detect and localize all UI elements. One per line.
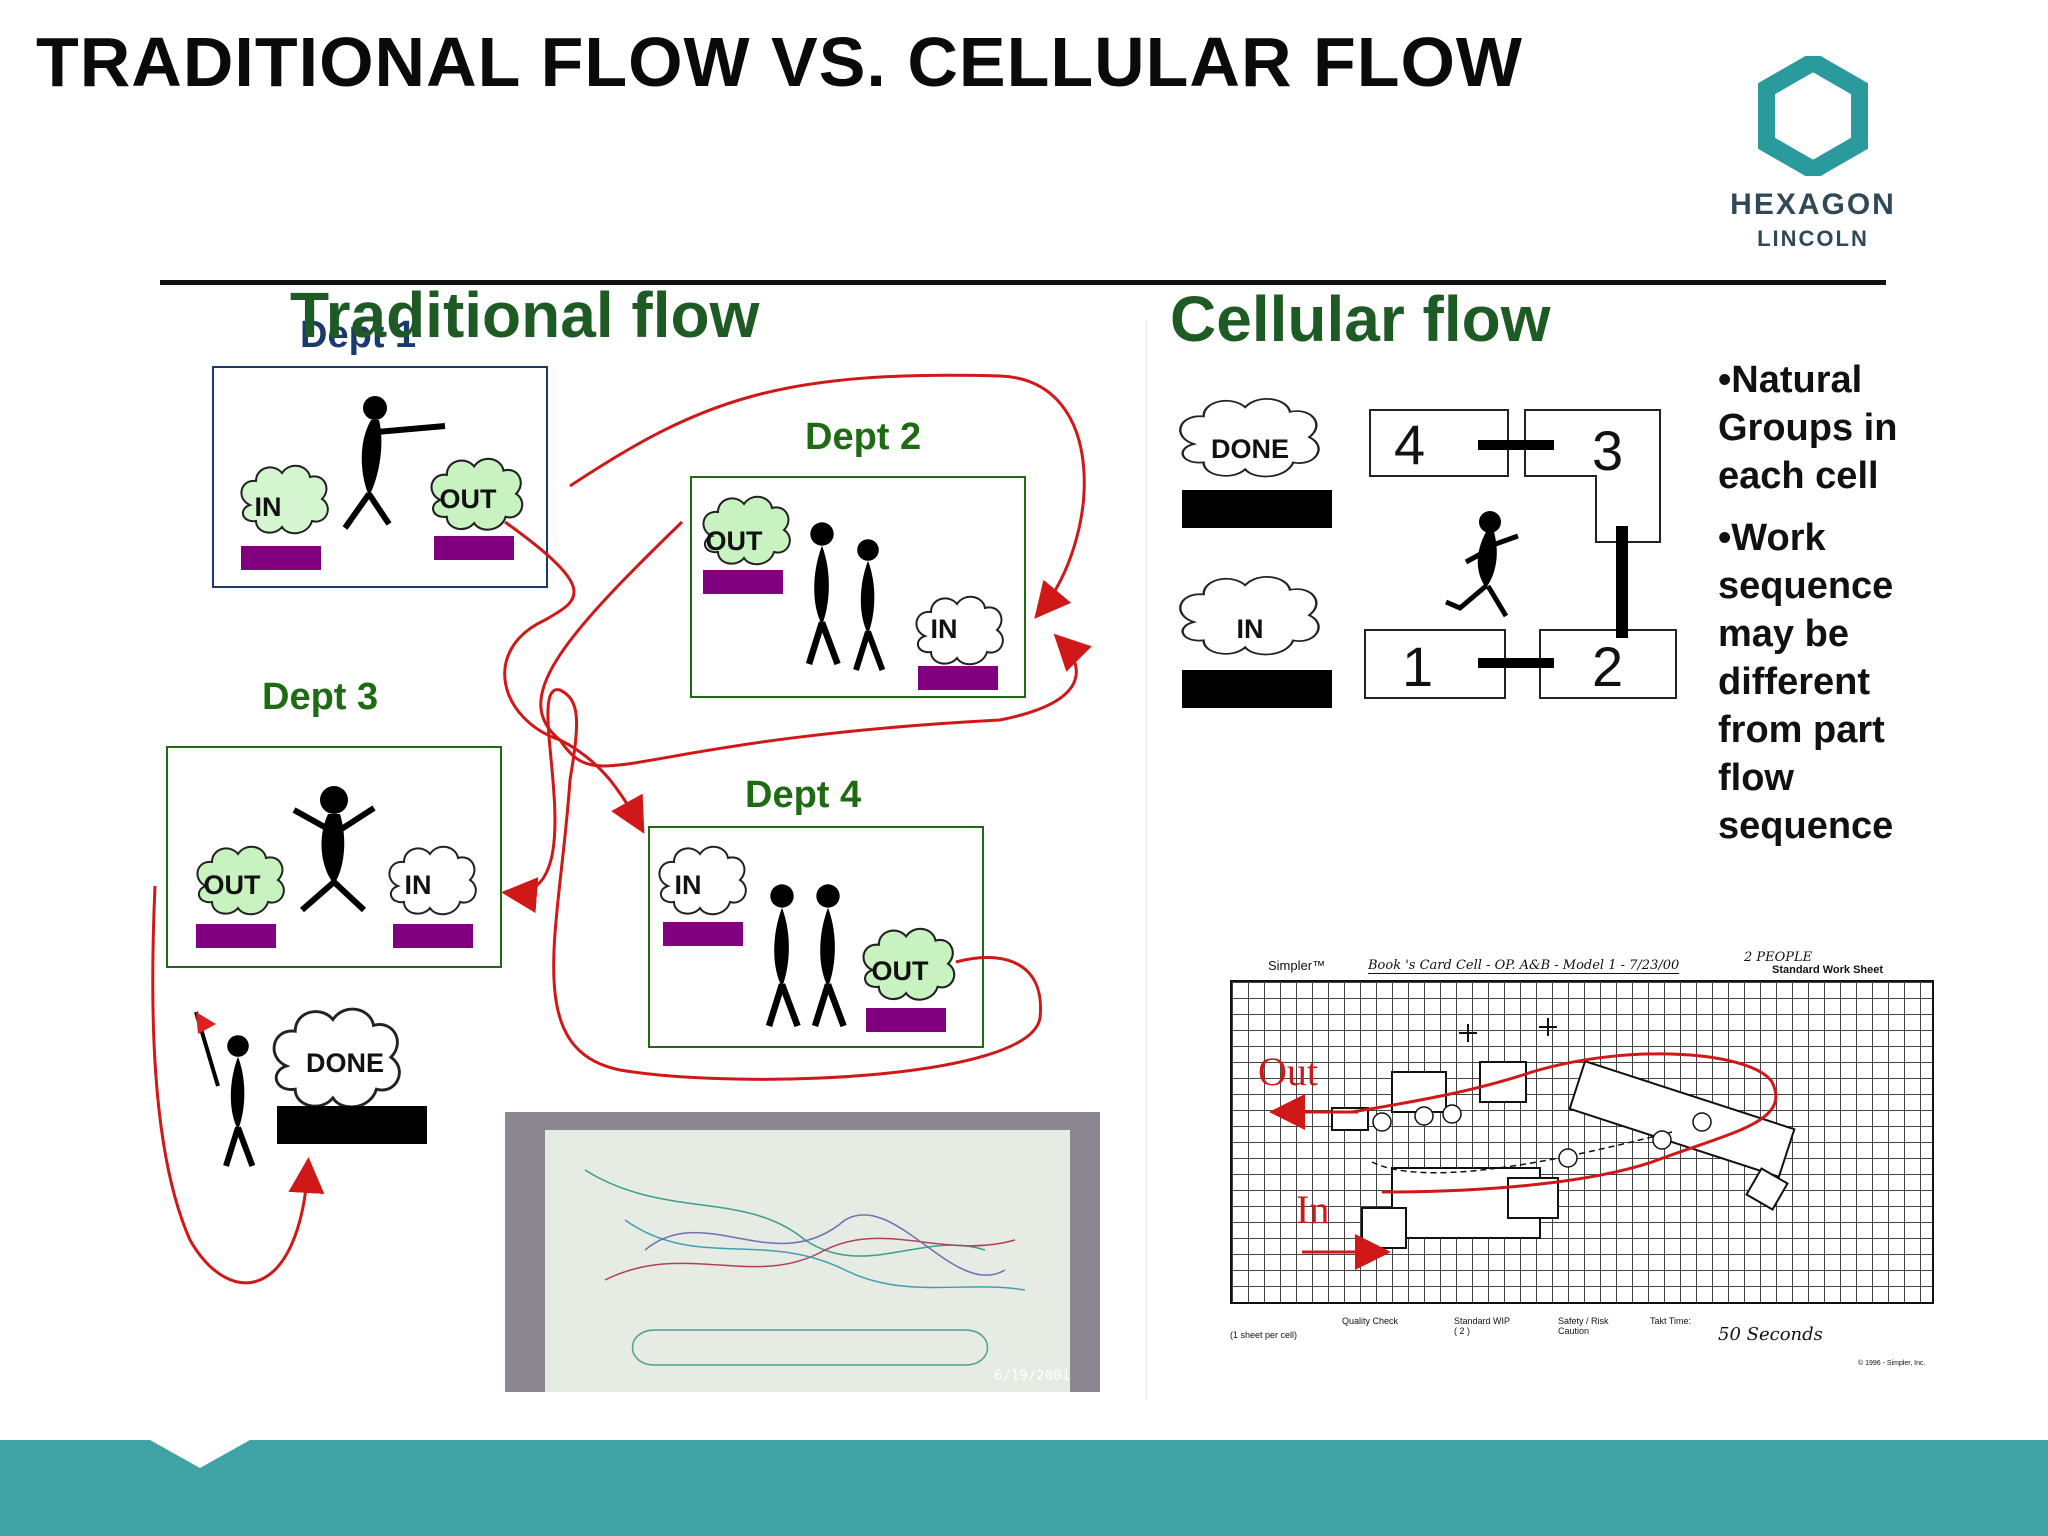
dept1-in-bar	[241, 546, 321, 570]
cell-1-number: 1	[1402, 635, 1434, 698]
dept2-in-label: IN	[930, 614, 958, 644]
cellular-in-label: IN	[1236, 614, 1264, 644]
dept2-out-label: OUT	[705, 526, 763, 556]
dept1-out-label: OUT	[439, 484, 497, 514]
cell-4-number: 4	[1394, 413, 1426, 476]
spaghetti-diagram-image	[584, 1169, 1026, 1366]
sheet-takt-value: 50 Seconds	[1718, 1324, 1823, 1345]
connector-1-2	[1478, 658, 1554, 668]
dept3-out-bar	[196, 924, 276, 948]
flag-worker-figure	[194, 1011, 252, 1166]
dept3-label: Dept 3	[262, 676, 379, 718]
sheet-grid	[1230, 980, 1934, 1304]
cellular-flow-title: Cellular flow	[1170, 283, 1551, 355]
cell-2-box	[1539, 629, 1677, 699]
title-rule	[160, 280, 1886, 285]
dept3-worker-figure	[292, 786, 376, 913]
sheet-people: 2 PEOPLE	[1744, 950, 1813, 965]
dept1-out-bar	[434, 536, 514, 560]
dept1-label: Dept 1	[300, 314, 417, 356]
connector-3-2	[1616, 526, 1628, 638]
standard-work-sheet: Simpler™ Book 's Card Cell - OP. A&B - M…	[1218, 950, 1940, 1370]
done-label: DONE	[305, 1048, 384, 1078]
logo-text-lincoln: LINCOLN	[1757, 226, 1869, 251]
connector-4-3	[1478, 440, 1554, 450]
flow-photo: 6/19/2001	[505, 1112, 1100, 1392]
sheet-title: Standard Work Sheet	[1772, 964, 1884, 976]
sheet-copyright: © 1996 - Simpler, Inc.	[1858, 1360, 1926, 1367]
cellular-done-bar	[1182, 490, 1332, 528]
sheet-legend-quality: Quality Check	[1342, 1316, 1399, 1326]
dept2-in-bar	[918, 666, 998, 690]
sheet-header: Book 's Card Cell - OP. A&B - Model 1 - …	[1368, 958, 1680, 974]
sheet-arrows	[1269, 1094, 1391, 1270]
photo-paper	[545, 1130, 1070, 1392]
traditional-flow-title: Traditional flow	[290, 279, 760, 351]
dept4-worker-figure-a	[769, 884, 798, 1026]
slide-title: TRADITIONAL FLOW VS. CELLULAR FLOW	[36, 23, 1523, 101]
sheet-out-label: Out	[1258, 1049, 1318, 1094]
dept3-in-label: IN	[404, 870, 432, 900]
dept4-out-label: OUT	[871, 956, 929, 986]
traditional-flow-drawing	[151, 373, 1092, 1285]
dept4-label: Dept 4	[745, 774, 862, 816]
sheet-legend-sheet: (1 sheet per cell)	[1230, 1330, 1298, 1340]
cellular-bullets: •Natural Groups in each cell •Work seque…	[1718, 356, 1948, 864]
dept1-worker-figure	[342, 396, 446, 530]
cell-3-box	[1524, 409, 1661, 543]
dept2-out-bar	[703, 570, 783, 594]
sheet-brand: Simpler™	[1268, 958, 1326, 973]
section-divider	[1146, 320, 1147, 1400]
sheet-layout-drawing	[1331, 1018, 1796, 1249]
bullet-work-sequence: •Work sequence may be different from par…	[1718, 517, 1894, 847]
sheet-takt-label: Takt Time:	[1650, 1316, 1692, 1326]
dept1-in-label: IN	[254, 492, 282, 522]
dept4-out-bar	[866, 1008, 946, 1032]
done-bar	[277, 1106, 427, 1144]
sheet-legend-safety: Safety / Risk Caution	[1558, 1316, 1609, 1336]
cell-3-number: 3	[1592, 419, 1624, 482]
footer-notch-icon	[150, 1440, 250, 1468]
traditional-flow-arrows	[151, 373, 1092, 1285]
footer-band	[0, 1440, 2048, 1536]
dept4-worker-figure-b	[815, 884, 844, 1026]
dept2-worker-figure-a	[809, 522, 838, 664]
logo-text-hexagon: HEXAGON	[1730, 188, 1896, 221]
cellular-in-bar	[1182, 670, 1332, 708]
dept2-worker-figure-b	[856, 539, 882, 670]
hexagon-logo-icon	[1758, 56, 1868, 176]
cellular-done-label: DONE	[1210, 434, 1289, 464]
cellular-flow-drawing	[1179, 397, 1677, 708]
dept3-in-bar	[393, 924, 473, 948]
cellular-running-figure	[1445, 511, 1519, 618]
dept4-in-label: IN	[674, 870, 702, 900]
dept4-in-bar	[663, 922, 743, 946]
photo-date: 6/19/2001	[994, 1368, 1070, 1384]
dept2-label: Dept 2	[805, 416, 922, 458]
sheet-legend-wip: Standard WIP ( 2 )	[1454, 1316, 1510, 1336]
bullet-natural-groups: •Natural Groups in each cell	[1718, 359, 1898, 497]
sheet-in-label: In	[1296, 1187, 1330, 1232]
cell-2-number: 2	[1592, 635, 1624, 698]
dept3-out-label: OUT	[203, 870, 261, 900]
